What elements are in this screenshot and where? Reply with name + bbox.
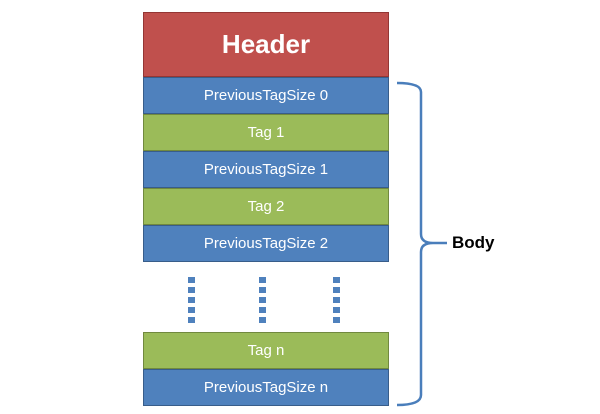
tag-2-label: Tag 2	[247, 198, 285, 215]
ellipsis-dashes-left	[188, 277, 195, 323]
ellipsis-dashes-center	[259, 277, 266, 323]
tag-1-block: Tag 1	[143, 114, 389, 151]
tag-n-block: Tag n	[143, 332, 389, 369]
tag-n-label: Tag n	[247, 342, 285, 359]
tag-1-label: Tag 1	[247, 124, 285, 141]
header-label: Header	[221, 29, 311, 59]
ellipsis-gap	[143, 262, 389, 332]
previous-tag-size-2-block: PreviousTagSize 2	[143, 225, 389, 262]
ellipsis-dashes-right	[333, 277, 340, 323]
header-block: Header	[143, 12, 389, 77]
previous-tag-size-1-label: PreviousTagSize 1	[203, 161, 329, 178]
block-column: Header PreviousTagSize 0 Tag 1 PreviousT…	[143, 12, 389, 406]
previous-tag-size-1-block: PreviousTagSize 1	[143, 151, 389, 188]
previous-tag-size-n-block: PreviousTagSize n	[143, 369, 389, 406]
previous-tag-size-n-label: PreviousTagSize n	[203, 379, 329, 396]
tag-2-block: Tag 2	[143, 188, 389, 225]
previous-tag-size-2-label: PreviousTagSize 2	[203, 235, 329, 252]
previous-tag-size-0-label: PreviousTagSize 0	[203, 87, 329, 104]
body-brace-icon	[396, 81, 447, 407]
body-label: Body	[452, 233, 495, 252]
previous-tag-size-0-block: PreviousTagSize 0	[143, 77, 389, 114]
